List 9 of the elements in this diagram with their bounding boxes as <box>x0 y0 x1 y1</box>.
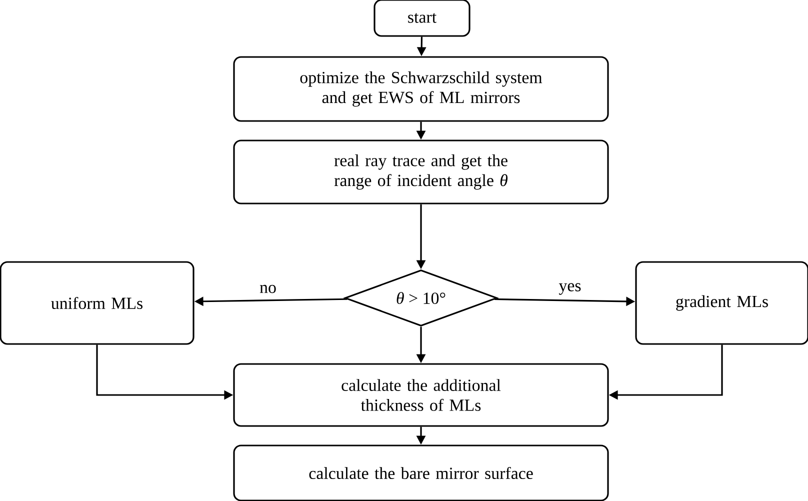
process-box: real ray trace and get the range of incident angle θ <box>233 140 609 204</box>
edge-label: yes <box>558 282 582 296</box>
process-box: gradient MLs <box>635 261 808 345</box>
process-box: calculate the bare mirror surface <box>233 444 609 501</box>
process-box: start <box>374 0 470 37</box>
process-box: uniform MLs <box>0 261 194 345</box>
process-box: calculate the additional thickness of MLs <box>233 363 609 427</box>
process-box: optimize the Schwarzschild system and get EWS of ML mirrors <box>233 56 609 122</box>
edge-label: no <box>258 284 278 294</box>
